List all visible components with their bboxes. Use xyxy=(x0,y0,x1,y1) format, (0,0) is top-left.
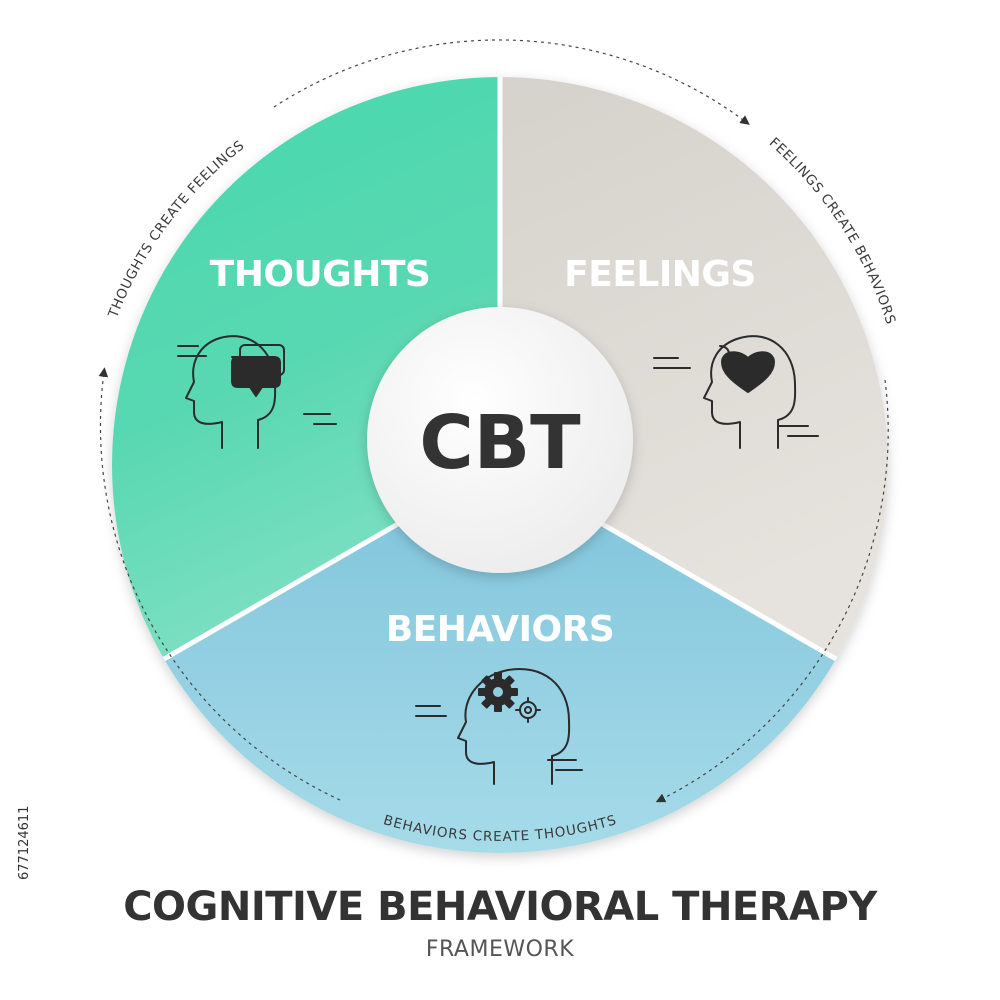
segment-label-thoughts: THOUGHTS xyxy=(210,254,431,295)
head-speech-bubble-icon xyxy=(177,335,337,449)
page-title: COGNITIVE BEHAVIORAL THERAPY xyxy=(123,884,877,930)
cycle-arrow-behaviors-to-thoughts xyxy=(98,367,341,801)
center-label: CBT xyxy=(419,400,581,486)
center-circle xyxy=(367,307,633,573)
stock-image-id: 677124611 xyxy=(17,806,32,880)
page-subtitle: FRAMEWORK xyxy=(425,937,575,962)
segment-behaviors xyxy=(164,465,836,853)
segment-label-feelings: FEELINGS xyxy=(564,254,756,295)
cycle-arrow-thoughts-to-feelings xyxy=(273,39,750,125)
cycle-arrow-feelings-to-behaviors xyxy=(655,379,889,803)
segment-label-behaviors: BEHAVIORS xyxy=(386,609,615,650)
head-heart-icon xyxy=(653,335,819,449)
head-gears-icon xyxy=(415,668,583,785)
small-gear-icon xyxy=(515,697,541,723)
gear-icon xyxy=(478,672,518,712)
